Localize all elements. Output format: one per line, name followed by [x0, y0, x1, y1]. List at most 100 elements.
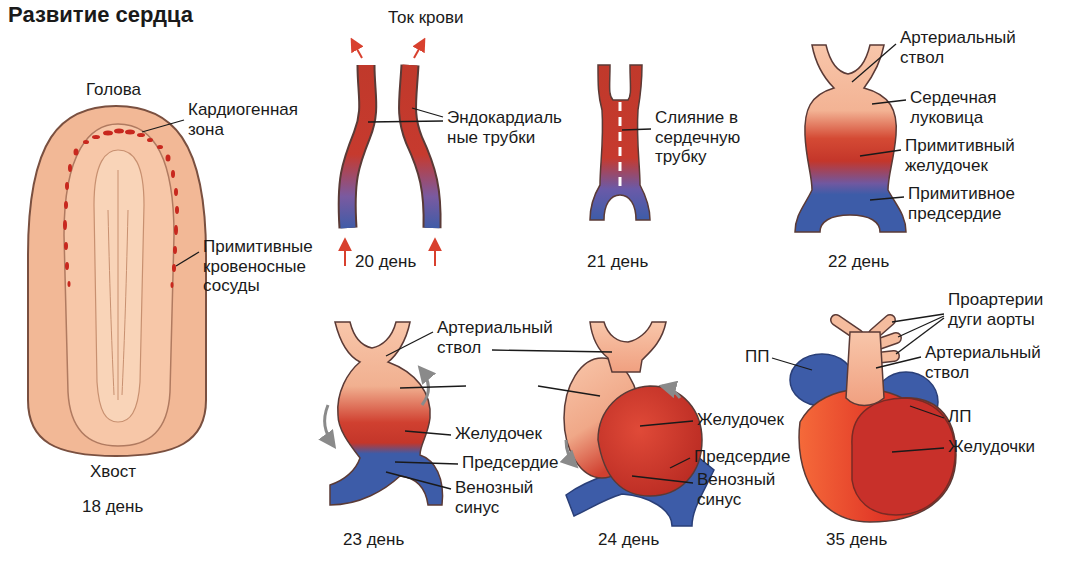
leader-lines: [142, 44, 944, 489]
part-label: Кардиогенная зона: [188, 100, 328, 139]
part-label: Предсердие: [694, 447, 791, 467]
endocardial-tubes-part: [347, 65, 368, 228]
part-label: Сердечная луковица: [910, 88, 1050, 127]
leader-lines-part: [898, 316, 944, 337]
endocardial-tubes-part: [344, 240, 346, 266]
part-label: Примитивный желудочек: [905, 136, 1050, 175]
leader-lines-part: [892, 448, 944, 452]
stage-label: 21 день: [587, 252, 648, 272]
embryo-18-day-part: [28, 106, 206, 456]
embryo-18-day-part-part: [65, 182, 69, 190]
embryo-18-day-part-part: [63, 220, 67, 230]
leader-lines-part: [772, 358, 812, 370]
embryo-18-day-part-part: [64, 201, 68, 209]
embryo-18-day-part-part: [137, 133, 145, 137]
embryo-18-day-part-part: [157, 145, 163, 149]
embryo-18-day-part-part: [74, 149, 79, 156]
leader-lines-part: [142, 120, 184, 132]
looping-heart-23-part: [325, 405, 334, 446]
endocardial-tubes-part: [434, 240, 436, 266]
region-label: Голова: [86, 80, 141, 100]
looping-heart-24-part: [598, 386, 702, 496]
leader-lines-part: [622, 129, 651, 130]
primitive-heart-tube: [795, 45, 906, 232]
looping-heart-23-part: [420, 368, 429, 405]
four-chamber-heart-35-part: [846, 332, 884, 406]
part-label: ЛП: [948, 407, 971, 427]
embryo-18-day-part-part: [147, 138, 153, 142]
embryo-18-day-part-part: [174, 188, 178, 196]
part-label: Артериальный ствол: [437, 318, 577, 357]
fusing-heart-tube: [590, 65, 650, 220]
endocardial-tubes: [345, 40, 435, 266]
primitive-heart-tube-part: [795, 45, 906, 232]
embryo-18-day-part-part: [171, 170, 175, 178]
stage-label: 23 день: [343, 530, 404, 550]
part-label: ПП: [745, 347, 769, 367]
leader-lines-part: [632, 476, 693, 483]
part-label: Желудочки: [948, 437, 1035, 457]
embryo-18-day-part-part: [166, 155, 171, 162]
embryo-18-day-part-part: [173, 246, 177, 254]
endocardial-tubes-part: [414, 40, 424, 58]
leader-lines-part: [892, 314, 944, 322]
leader-lines-part: [405, 431, 451, 435]
embryo-18-day-part: [64, 124, 174, 446]
region-label: Хвост: [90, 462, 136, 482]
leader-lines-part: [400, 386, 466, 388]
embryo-18-day-part-part: [68, 164, 72, 172]
part-label: Артериальный ствол: [900, 28, 1045, 67]
embryo-18-day-part-part: [65, 262, 69, 270]
stage-label: 20 день: [355, 252, 416, 272]
flow-label: Ток крови: [388, 8, 464, 28]
looping-heart-23-part: [330, 322, 443, 505]
embryo-18-day: [28, 106, 206, 456]
stage-label: 18 день: [82, 497, 143, 517]
stage-label: 35 день: [826, 530, 887, 550]
part-label: Артериальный ствол: [925, 343, 1067, 382]
part-label: Венозный синус: [697, 470, 797, 509]
leader-lines-part: [852, 44, 896, 82]
embryo-18-day-part-part: [171, 282, 174, 288]
endocardial-tubes-part: [347, 65, 368, 228]
part-label: Примитивное предсердие: [908, 184, 1053, 223]
part-label: Желудочек: [455, 424, 542, 444]
part-label: Предсердие: [462, 453, 559, 473]
endocardial-tubes-part: [352, 40, 362, 58]
leader-lines-part: [492, 350, 612, 352]
four-chamber-heart-35-part: [852, 398, 955, 515]
leader-lines-part: [386, 472, 451, 489]
leader-lines-part: [538, 386, 600, 396]
embryo-18-day-part-part: [68, 281, 71, 287]
embryo-18-day-part-part: [175, 206, 179, 214]
embryo-18-day-part-part: [92, 135, 100, 139]
part-label: Эндокардиаль ные трубки: [447, 108, 577, 147]
endocardial-tubes-part: [408, 65, 433, 228]
leader-lines-part: [412, 108, 443, 117]
embryo-18-day-part: [108, 170, 128, 400]
stage-label: 24 день: [598, 530, 659, 550]
embryo-18-day-part-part: [103, 131, 113, 136]
diagram-title: Развитие сердца: [8, 2, 193, 28]
part-label: Примитивные кровеносные сосуды: [203, 237, 333, 296]
leader-lines-part: [872, 100, 906, 104]
leader-lines-part: [368, 121, 443, 122]
endocardial-tubes-part: [408, 65, 433, 228]
stage-label: 22 день: [828, 252, 889, 272]
leader-lines-part: [640, 421, 693, 426]
part-label: Желудочек: [697, 410, 784, 430]
leader-lines-part: [670, 458, 690, 468]
embryo-18-day-part-part: [125, 130, 135, 135]
fusing-heart-tube-part: [619, 102, 622, 190]
leader-lines-part: [386, 332, 433, 356]
part-label: Проартерии дуги аорты: [948, 290, 1066, 329]
embryo-18-day-part-part: [64, 242, 68, 250]
fusing-heart-tube-part: [590, 65, 650, 220]
part-label: Венозный синус: [455, 478, 550, 517]
leader-lines-part: [910, 406, 944, 418]
looping-heart-24: [564, 322, 714, 526]
embryo-18-day-part-part: [114, 129, 124, 134]
leader-lines-part: [870, 197, 904, 200]
